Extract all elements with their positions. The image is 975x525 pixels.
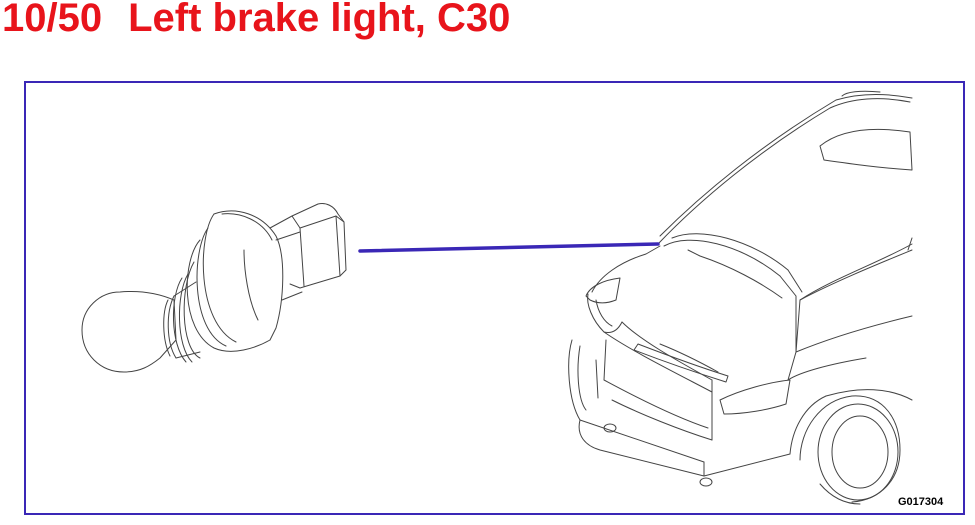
figure-frame [24, 81, 965, 515]
figure-code: G017304 [898, 496, 944, 508]
callout-line [358, 242, 660, 253]
step-title: Left brake light, C30 [128, 0, 511, 40]
bulb-icon [81, 203, 347, 373]
car-rear-icon [568, 90, 913, 505]
step-number: 10/50 [2, 0, 103, 40]
page-title: 10/50 Left brake light, C30 [2, 0, 510, 41]
